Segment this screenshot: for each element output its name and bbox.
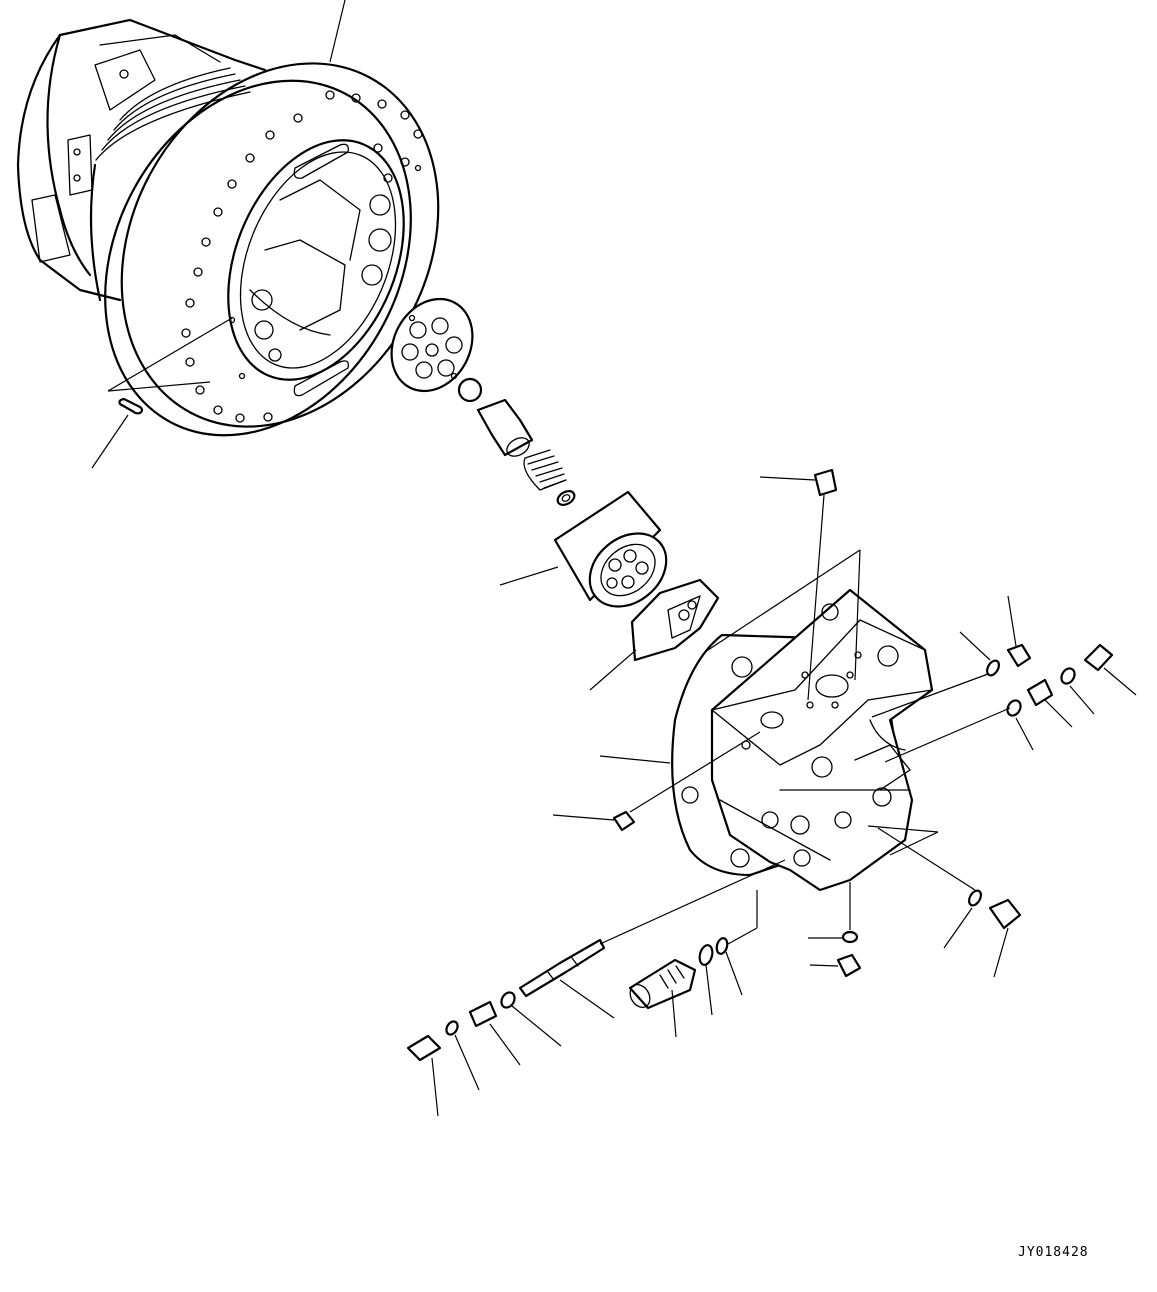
o-ring-top: [871, 631, 1000, 718]
o-ring-spool: [445, 1020, 480, 1091]
bolt: [759, 468, 838, 701]
leader-line: [599, 755, 671, 764]
washer-right: [884, 699, 1034, 763]
piston: [476, 398, 534, 457]
leader-line: [329, 0, 346, 63]
motor-body: [671, 588, 934, 892]
dowel-pin: [91, 317, 233, 469]
flange-bolt-holes: [181, 90, 423, 423]
cylinder-block: [499, 490, 668, 608]
ball: [457, 377, 483, 403]
o-ring-bottom: [808, 882, 859, 944]
o-ring-right: [1060, 667, 1095, 715]
spring-spool: [468, 1000, 521, 1066]
plug-bottom-right: [867, 825, 1022, 978]
plug-top: [1006, 595, 1032, 668]
spring: [523, 449, 567, 491]
plug-bottom: [809, 953, 862, 978]
brake-plate: [589, 578, 720, 691]
o-rings-valve: [698, 890, 758, 1016]
washer: [556, 490, 576, 506]
figure-code: JY018428: [1018, 1245, 1089, 1260]
spool: [518, 859, 786, 1019]
relief-valve: [628, 958, 697, 1038]
plug-spool: [406, 1034, 442, 1117]
spring-right: [1026, 678, 1073, 728]
plug-small: [552, 731, 761, 832]
plug-right: [1083, 643, 1137, 696]
final-drive-housing: [16, 18, 440, 437]
washer-spool: [500, 991, 562, 1047]
valve-plate: [390, 297, 474, 393]
leader-line: [854, 549, 861, 681]
leader-line: [704, 549, 861, 653]
